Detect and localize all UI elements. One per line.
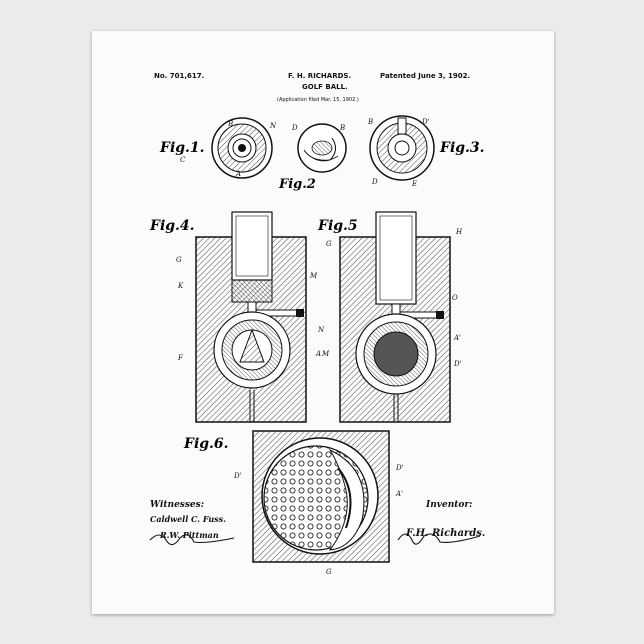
fig-5-label: Fig.5 [317, 218, 358, 234]
fig-4-label: Fig.4. [149, 218, 195, 234]
svg-text:A: A [235, 170, 241, 178]
svg-text:K: K [177, 282, 184, 290]
svg-text:A: A [315, 350, 321, 358]
svg-text:B: B [227, 120, 233, 128]
fig-2-ball-core [298, 124, 346, 172]
svg-text:B: B [339, 124, 345, 132]
svg-text:A': A' [395, 490, 403, 498]
svg-text:G: G [326, 568, 332, 576]
svg-text:D: D [371, 178, 378, 186]
svg-text:D': D' [421, 118, 430, 126]
svg-text:D: D [291, 124, 298, 132]
fig-2-label: Fig.2 [278, 177, 316, 192]
witnesses-label: Witnesses: [150, 500, 204, 510]
witness-1-signature: Caldwell C. Fuss. [150, 514, 226, 524]
fig-6-label: Fig.6. [183, 436, 229, 452]
svg-text:E: E [411, 180, 417, 188]
inventor-signature: F.H. Richards. [406, 528, 485, 539]
svg-text:F: F [177, 354, 184, 362]
svg-text:M: M [321, 350, 330, 358]
svg-text:N: N [317, 326, 325, 334]
fig-3-label: Fig.3. [439, 140, 485, 156]
fig-1-label: Fig.1. [159, 140, 205, 156]
fig-1-ball-cross-section [212, 118, 272, 178]
svg-text:B: B [367, 118, 373, 126]
svg-text:G: G [326, 240, 332, 248]
svg-text:D': D' [453, 360, 462, 368]
svg-text:G: G [176, 256, 182, 264]
svg-text:D': D' [233, 472, 242, 480]
svg-text:O: O [452, 294, 458, 302]
svg-text:A': A' [453, 334, 461, 342]
fig-6-ball-in-mold [253, 431, 389, 562]
svg-text:D': D' [395, 464, 404, 472]
svg-text:N: N [269, 122, 277, 130]
svg-text:H: H [455, 228, 463, 236]
witness-2-signature: R.W. Pittman [160, 530, 219, 540]
fig-5-mold [340, 212, 450, 422]
svg-text:C: C [180, 156, 186, 164]
fig-4-mold [196, 212, 306, 422]
inventor-label: Inventor: [426, 500, 472, 510]
svg-text:M: M [309, 272, 318, 280]
